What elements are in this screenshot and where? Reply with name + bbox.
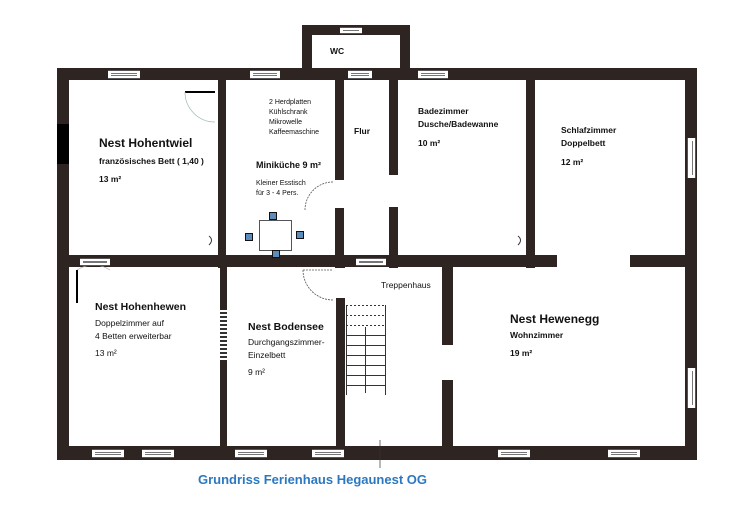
kitchen-table-note-1: Kleiner Esstisch	[256, 180, 306, 187]
window-bottom-4	[312, 449, 344, 458]
room-title-hohentwiel: Nest Hohentwiel	[99, 136, 193, 150]
middle-wall-right	[630, 255, 697, 267]
outer-wall-bottom	[57, 446, 697, 460]
window-hohenhewen-top	[80, 258, 110, 266]
door-kitchen-flur[interactable]	[335, 180, 344, 208]
window-flur-top	[348, 70, 372, 79]
door-treppe-hewenegg[interactable]	[442, 345, 453, 380]
window-bottom-1	[92, 449, 124, 458]
window-bottom-5	[498, 449, 530, 458]
room-desc-bodensee-1: Durchgangszimmer-	[248, 337, 325, 347]
wall-flur-bad	[389, 68, 398, 268]
room-title-hewenegg: Nest Hewenegg	[510, 312, 600, 326]
chair-icon	[245, 233, 253, 241]
window-flur-bottom	[356, 258, 386, 266]
room-area-bodensee: 9 m²	[248, 367, 265, 377]
wall-hohentwiel-kitchen	[218, 68, 226, 268]
wall-bodensee-treppe	[336, 255, 345, 455]
room-desc-hohenhewen-1: Doppelzimmer auf	[95, 318, 164, 328]
window-hohentwiel-top	[108, 70, 140, 79]
chair-icon	[272, 250, 280, 258]
wc-window	[340, 27, 362, 34]
window-bottom-3	[235, 449, 267, 458]
window-schlaf-right	[687, 138, 696, 178]
staircase	[346, 305, 386, 405]
room-area-hohenhewen: 13 m²	[95, 348, 117, 358]
window-bottom-6	[608, 449, 640, 458]
plan-caption: Grundriss Ferienhaus Hegaunest OG	[198, 472, 427, 487]
kitchen-equipment-1: 2 Herdplatten	[269, 99, 312, 106]
wall-bad-schlaf	[526, 68, 535, 268]
room-desc-hewenegg: Wohnzimmer	[510, 330, 564, 340]
kitchen-equipment-4: Kaffeemaschine	[269, 129, 320, 136]
room-area-bad: 10 m²	[418, 138, 441, 148]
dining-table	[259, 220, 292, 251]
wc-wall-left	[302, 25, 312, 75]
kitchen-equipment-2: Kühlschrank	[269, 109, 308, 116]
room-title-kitchen: Miniküche 9 m²	[256, 160, 322, 170]
room-desc-bodensee-2: Einzelbett	[248, 350, 286, 360]
room-title-treppenhaus: Treppenhaus	[381, 280, 431, 290]
room-desc-schlafzimmer: Doppelbett	[561, 138, 606, 148]
door-hohenhewen-bodensee[interactable]	[220, 310, 227, 360]
chair-icon	[269, 212, 277, 220]
room-area-hohentwiel: 13 m²	[99, 174, 122, 184]
outer-wall-top	[57, 68, 697, 80]
window-bad-top	[418, 70, 448, 79]
room-title-flur: Flur	[354, 126, 371, 136]
room-area-schlafzimmer: 12 m²	[561, 157, 584, 167]
chair-icon	[296, 231, 304, 239]
room-title-wc: WC	[330, 46, 345, 56]
middle-wall-left	[57, 255, 557, 267]
kitchen-equipment-3: Mikrowelle	[269, 119, 303, 126]
room-title-bodensee: Nest Bodensee	[248, 321, 324, 333]
door-flur-bad[interactable]	[389, 175, 398, 207]
wall-kitchen-flur	[335, 68, 344, 268]
room-title-bad: Badezimmer	[418, 106, 469, 116]
door-bodensee-treppe[interactable]	[336, 268, 345, 298]
window-bottom-2	[142, 449, 174, 458]
room-title-schlafzimmer: Schlafzimmer	[561, 125, 617, 135]
room-desc-bad: Dusche/Badewanne	[418, 119, 499, 129]
kitchen-table-note-2: für 3 - 4 Pers.	[256, 190, 299, 197]
window-kitchen-top	[250, 70, 280, 79]
wc-wall-right	[400, 25, 410, 75]
room-desc-hohentwiel: französisches Bett ( 1,40 )	[99, 156, 204, 166]
room-desc-hohenhewen-2: 4 Betten erweiterbar	[95, 331, 172, 341]
window-hewenegg-right	[687, 368, 696, 408]
room-area-hewenegg: 19 m²	[510, 348, 533, 358]
room-title-hohenhewen: Nest Hohenhewen	[95, 301, 187, 313]
left-wall-dark-segment	[57, 124, 69, 164]
